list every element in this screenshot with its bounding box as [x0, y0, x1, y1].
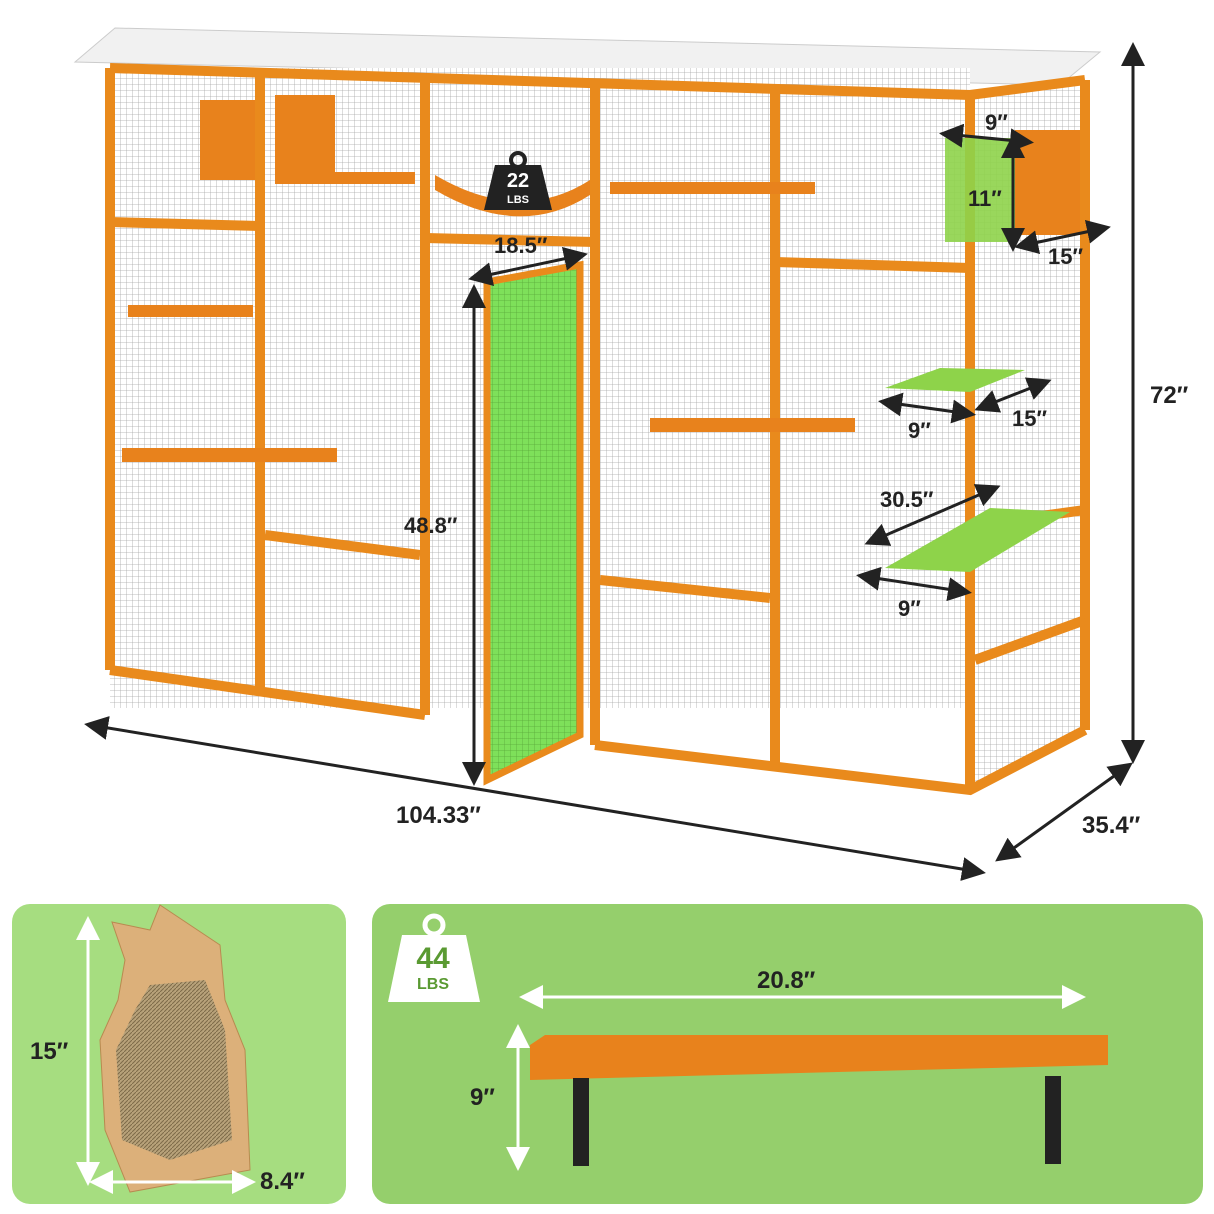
- step-width-label: 9″: [908, 418, 931, 443]
- top-box: [1015, 130, 1080, 235]
- shelf-weight-value: 44: [416, 942, 450, 975]
- cage-shelves: [122, 95, 855, 462]
- top-box-width-label: 9″: [985, 110, 1008, 135]
- width-label: 104.33″: [396, 802, 481, 829]
- platform-length-label: 30.5″: [880, 487, 934, 512]
- side-mesh: [970, 80, 1085, 790]
- shelf-width-label: 9″: [470, 1084, 495, 1111]
- sisal-pad: [116, 980, 232, 1160]
- hammock-weight-unit: LBS: [507, 194, 529, 206]
- height-label: 72″: [1150, 382, 1189, 409]
- step-depth-label: 15″: [1012, 406, 1048, 431]
- scratcher-height-label: 15″: [30, 1038, 69, 1065]
- top-box-height-label: 11″: [968, 186, 1002, 211]
- depth-label: 35.4″: [1082, 812, 1141, 839]
- dimension-arrows: [84, 42, 1145, 881]
- top-box-depth-label: 15″: [1048, 244, 1084, 269]
- step-highlight: [885, 368, 1025, 392]
- shelf-weight-unit: LBS: [417, 976, 449, 993]
- wall-shelf: [530, 1035, 1108, 1080]
- door-height-label: 48.8″: [404, 513, 458, 538]
- platform-width-label: 9″: [898, 596, 921, 621]
- door-width-label: 18.5″: [494, 233, 548, 258]
- weight-icon: [484, 151, 552, 210]
- shelf-length-label: 20.8″: [757, 967, 816, 994]
- hammock-weight-value: 22: [506, 170, 530, 192]
- scratcher-width-label: 8.4″: [260, 1168, 305, 1195]
- shelf-weight-icon: [388, 913, 480, 1002]
- door-highlight[interactable]: [483, 260, 584, 786]
